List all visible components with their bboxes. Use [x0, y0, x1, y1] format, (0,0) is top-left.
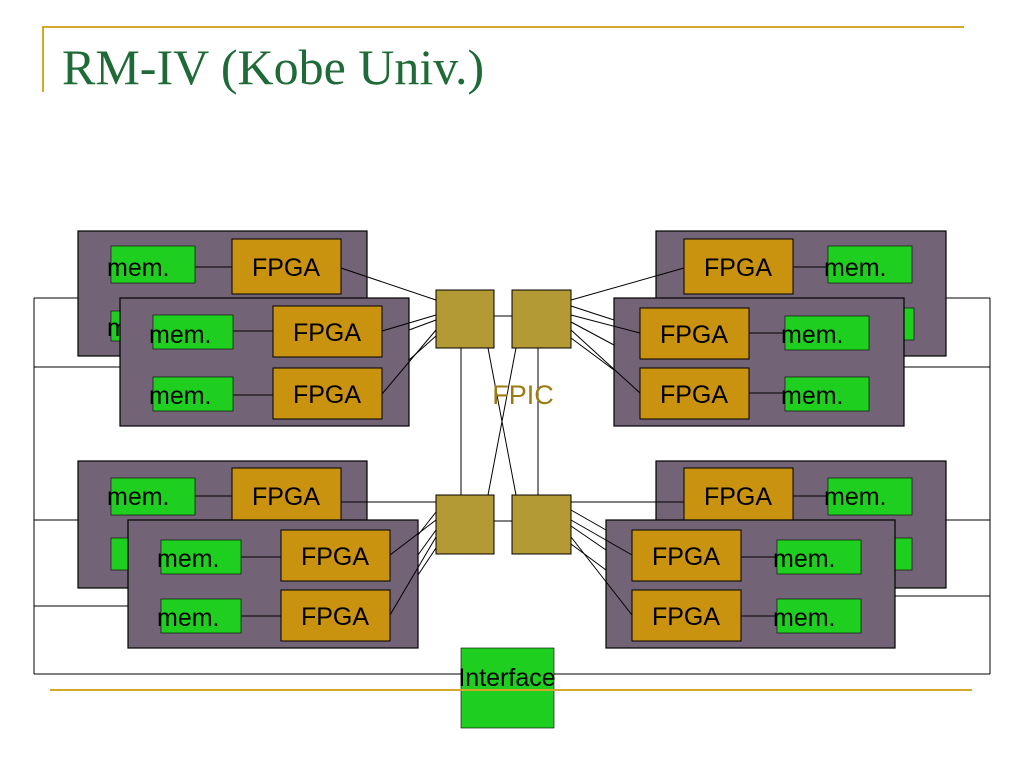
- fpga-label: FPGA: [252, 483, 320, 511]
- mem-box: [160, 598, 242, 634]
- fpga-box: [639, 367, 750, 420]
- fpga-label: FPGA: [301, 603, 369, 631]
- mem-label: mem.: [773, 545, 836, 573]
- mem-box: [784, 376, 870, 412]
- mem-label: mem.: [149, 321, 212, 349]
- interface-block: Interface: [458, 647, 556, 729]
- fpga-label: FPGA: [660, 381, 728, 409]
- fpga-label: FPGA: [652, 603, 720, 631]
- fpga-box: [272, 367, 383, 420]
- fpga-label: FPGA: [301, 543, 369, 571]
- fpga-box: [631, 529, 742, 582]
- fpga-label: FPGA: [293, 319, 361, 347]
- mem-label: mem.: [107, 483, 170, 511]
- board-top-right-front: FPGA mem. FPGA mem.: [613, 297, 905, 427]
- fpga-box: [683, 238, 794, 295]
- interface-label: Interface: [458, 664, 555, 692]
- mem-box: [160, 539, 242, 575]
- mem-label: mem.: [824, 483, 887, 511]
- fpga-box: [231, 467, 342, 524]
- fpga-box: [272, 305, 383, 358]
- mem-label: mem.: [824, 254, 887, 282]
- mem-box: [152, 314, 234, 350]
- mem-box: [903, 307, 915, 341]
- mem-label: mem.: [781, 382, 844, 410]
- fpic-chip: [511, 289, 572, 349]
- mem-box: [784, 315, 870, 351]
- mem-label: mem.: [149, 382, 212, 410]
- fpga-box: [280, 589, 391, 642]
- fpga-label: FPGA: [704, 483, 772, 511]
- mem-label: mem.: [157, 545, 220, 573]
- fpic-interconnect-wires: [340, 267, 685, 616]
- board-bottom-right-front: FPGA mem. FPGA mem.: [605, 519, 896, 649]
- fpga-label: FPGA: [293, 381, 361, 409]
- mem-box: [110, 477, 196, 516]
- mem-label: mem.: [107, 254, 170, 282]
- fpic-chips: [435, 289, 572, 555]
- fpga-label: FPGA: [660, 321, 728, 349]
- mem-box: [894, 537, 913, 571]
- mem-label: mem.: [773, 604, 836, 632]
- fpga-box: [631, 589, 742, 642]
- title-accent-bar: [42, 26, 44, 92]
- fpga-box: [639, 307, 750, 360]
- mem-box: [776, 539, 862, 575]
- fpic-chip: [435, 494, 495, 555]
- slide-title: RM-IV (Kobe Univ.): [62, 39, 485, 95]
- fpic-chip: [511, 494, 572, 555]
- mem-box: [152, 376, 234, 412]
- fpga-label: FPGA: [652, 543, 720, 571]
- mem-label: mem.: [781, 321, 844, 349]
- board-bottom-left-front: mem. FPGA mem. FPGA: [127, 519, 419, 649]
- fpga-label: FPGA: [252, 254, 320, 282]
- fpic-label: FPIC: [492, 380, 554, 410]
- outer-bus-wires: [33, 297, 991, 675]
- board-top-left-front: mem. FPGA mem. FPGA: [119, 297, 410, 427]
- mem-box: [827, 245, 913, 284]
- title-accent-rule: [42, 26, 964, 28]
- fpic-chip: [435, 289, 495, 349]
- fpga-box: [280, 529, 391, 582]
- fpga-label: FPGA: [704, 254, 772, 282]
- mem-box: [776, 598, 862, 634]
- mem-box: [110, 245, 196, 284]
- bottom-accent-rule: [50, 689, 972, 691]
- mem-label: mem.: [157, 604, 220, 632]
- mem-box: [827, 477, 913, 516]
- fpga-box: [231, 238, 342, 295]
